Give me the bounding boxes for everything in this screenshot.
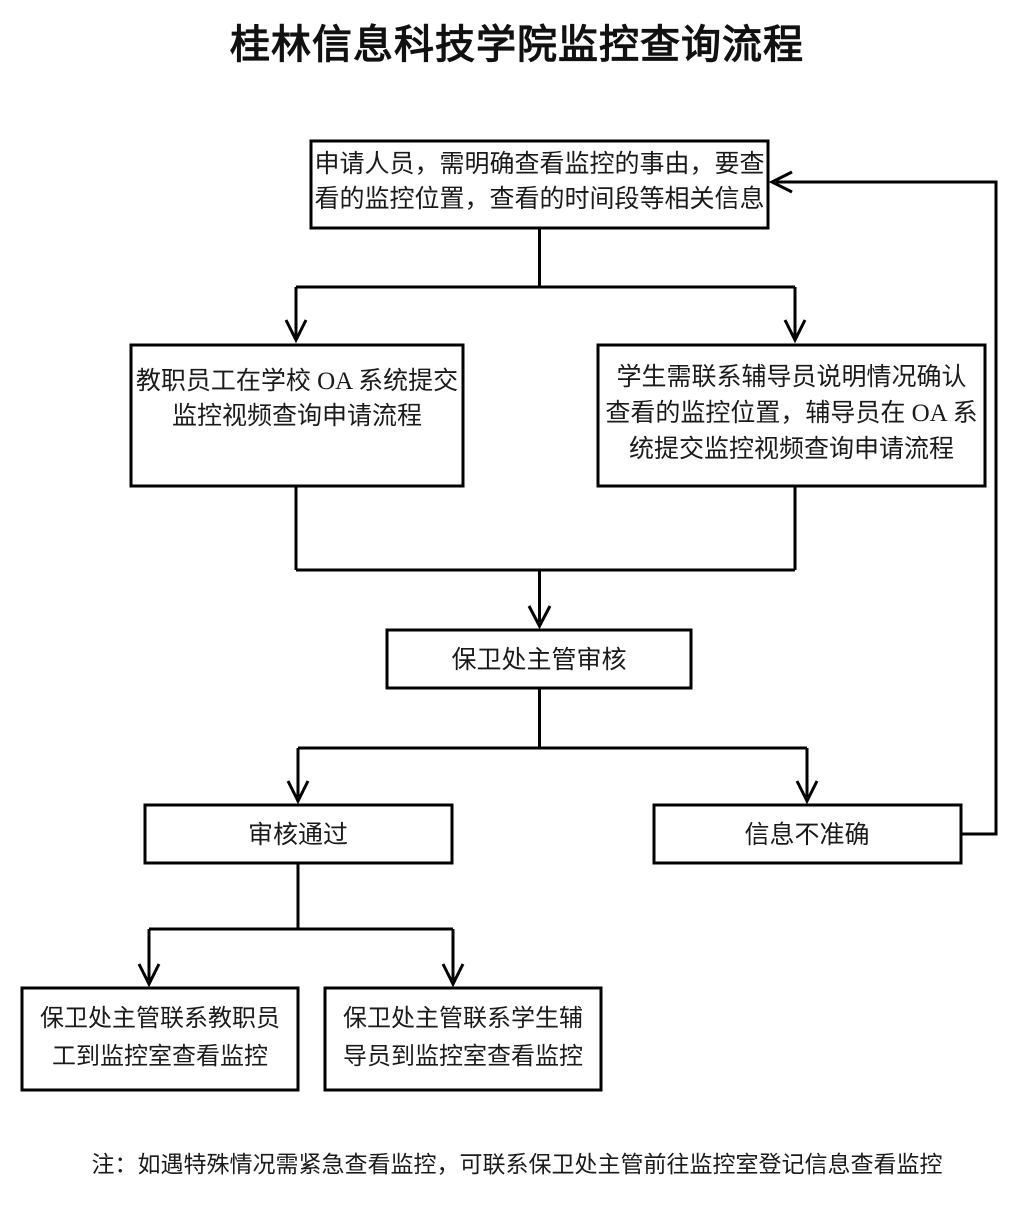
- node-staff-to-room-line-2: 工到监控室查看监控: [52, 1043, 268, 1070]
- page-title: 桂林信息科技学院监控查询流程: [230, 22, 804, 68]
- node-counselor-to-room-box[interactable]: [323, 986, 603, 1092]
- node-approved-box[interactable]: [143, 803, 454, 865]
- node-info-inaccurate-label: 信息不准确: [744, 821, 869, 849]
- node-security-review-box[interactable]: [385, 628, 693, 690]
- node-student-counselor-box[interactable]: [596, 343, 987, 488]
- arrowhead-to-security-review: [527, 605, 552, 630]
- node-counselor-to-room-line-1: 保卫处主管联系学生辅: [343, 1005, 583, 1032]
- node-security-review[interactable]: 保卫处主管审核: [385, 628, 693, 690]
- node-student-counselor-line-1: 学生需联系辅导员说明情况确认: [616, 363, 966, 391]
- arrowhead-to-staff-oa: [284, 319, 308, 344]
- node-student-counselor-line-2: 查看的监控位置，辅导员在 OA 系: [605, 399, 977, 427]
- node-approved-label: 审核通过: [248, 821, 348, 849]
- node-staff-oa-line-1: 教职员工在学校 OA 系统提交: [136, 367, 458, 395]
- node-staff-to-room[interactable]: 保卫处主管联系教职员 工到监控室查看监控: [20, 986, 300, 1092]
- node-applicant-line-2: 看的监控位置，查看的时间段等相关信息: [314, 185, 764, 213]
- node-info-inaccurate-box[interactable]: [652, 803, 963, 865]
- node-staff-oa[interactable]: 教职员工在学校 OA 系统提交 监控视频查询申请流程: [129, 343, 465, 488]
- node-staff-to-room-box[interactable]: [20, 986, 300, 1092]
- node-staff-to-room-line-1: 保卫处主管联系教职员: [40, 1005, 280, 1032]
- arrowhead-to-student-counselor: [783, 319, 807, 344]
- connector-layer: [137, 170, 998, 988]
- arrowhead-to-info-inaccurate: [795, 780, 819, 805]
- node-student-counselor[interactable]: 学生需联系辅导员说明情况确认 查看的监控位置，辅导员在 OA 系 统提交监控视频…: [596, 343, 987, 488]
- node-counselor-to-room[interactable]: 保卫处主管联系学生辅 导员到监控室查看监控: [323, 986, 603, 1092]
- node-security-review-label: 保卫处主管审核: [451, 646, 626, 674]
- arrowhead-to-staff-to-room: [137, 963, 161, 988]
- node-applicant[interactable]: 申请人员，需明确查看监控的事由，要查 看的监控位置，查看的时间段等相关信息: [309, 139, 770, 230]
- node-applicant-line-1: 申请人员，需明确查看监控的事由，要查: [314, 150, 764, 178]
- node-student-counselor-line-3: 统提交监控视频查询申请流程: [629, 435, 954, 463]
- node-counselor-to-room-line-2: 导员到监控室查看监控: [343, 1043, 583, 1070]
- arrowhead-feedback-to-applicant: [768, 170, 793, 194]
- node-staff-oa-box[interactable]: [129, 343, 465, 488]
- arrowhead-to-approved: [286, 780, 310, 805]
- arrowhead-to-counselor-to-room: [441, 963, 465, 988]
- node-applicant-box[interactable]: [309, 139, 770, 230]
- edge-feedback-loop: [776, 180, 998, 836]
- node-info-inaccurate[interactable]: 信息不准确: [652, 803, 963, 865]
- node-approved[interactable]: 审核通过: [143, 803, 454, 865]
- footer-note: 注：如遇特殊情况需紧急查看监控，可联系保卫处主管前往监控室登记信息查看监控: [92, 1152, 943, 1177]
- node-staff-oa-line-2: 监控视频查询申请流程: [172, 402, 422, 430]
